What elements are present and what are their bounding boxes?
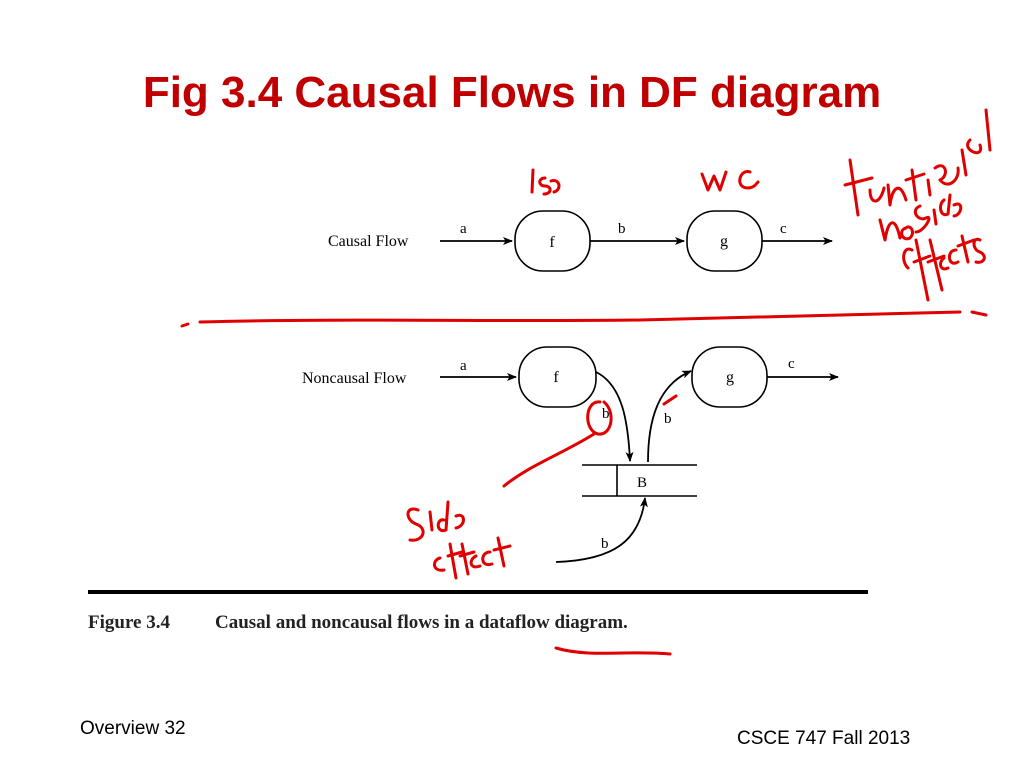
external-label-b: b	[601, 536, 609, 552]
ink-note-side	[406, 500, 465, 542]
causal-label-c: c	[780, 221, 787, 237]
noncausal-arrow-f-to-store	[595, 371, 634, 462]
external-arrow-to-store	[555, 497, 648, 563]
ink-annotations	[180, 108, 992, 656]
noncausal-label-b-left: b	[602, 406, 610, 422]
noncausal-label-b-right: b	[664, 411, 672, 427]
noncausal-arrow-store-to-g	[647, 370, 692, 463]
noncausal-process-g-label: g	[726, 369, 734, 386]
store-label: B	[637, 475, 647, 491]
causal-process-g-label: g	[720, 233, 728, 250]
causal-label-b: b	[618, 221, 626, 237]
causal-label-a: a	[460, 221, 467, 237]
ink-note-no-side	[878, 193, 963, 242]
figure-caption-number: Figure 3.4	[88, 612, 170, 633]
ink-pointer	[502, 432, 596, 488]
figure-caption-text: Causal and noncausal flows in a dataflow…	[215, 612, 628, 633]
ink-note-effect	[433, 536, 512, 580]
ink-note-ls	[530, 168, 561, 196]
noncausal-flow-label: Noncausal Flow	[302, 370, 407, 387]
ink-separator	[180, 310, 988, 328]
figure-rule	[88, 590, 868, 594]
noncausal-process-f-label: f	[553, 369, 559, 386]
noncausal-label-c: c	[788, 356, 795, 372]
causal-flow-label: Causal Flow	[328, 233, 409, 250]
noncausal-process-f	[518, 346, 597, 408]
footer-slide-number: Overview 32	[80, 718, 186, 739]
ink-note-wc	[700, 170, 760, 192]
noncausal-label-a: a	[460, 358, 467, 374]
ink-tick	[662, 394, 678, 406]
slide-title: Fig 3.4 Causal Flows in DF diagram	[142, 68, 882, 117]
ink-circle	[586, 400, 613, 436]
causal-process-f-label: f	[549, 234, 555, 251]
ink-underline	[554, 646, 672, 656]
ink-note-functional	[843, 108, 992, 217]
footer-course: CSCE 747 Fall 2013	[737, 728, 911, 749]
ink-note-effects	[902, 234, 986, 302]
